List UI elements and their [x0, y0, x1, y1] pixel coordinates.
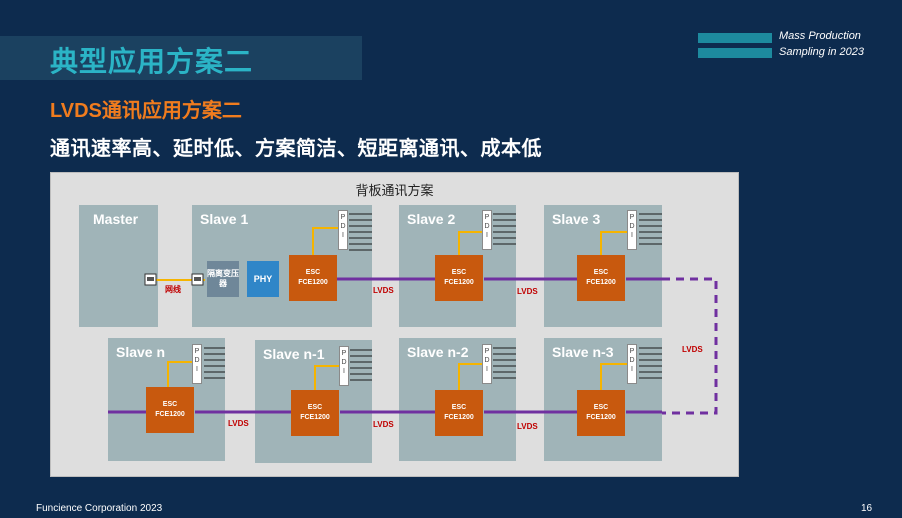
lvds-loop-dashed — [662, 277, 718, 415]
esc-chip-slave-n-2: ESC FCE1200 — [435, 390, 483, 436]
esc-chip-slave-n: ESC FCE1200 — [146, 387, 194, 433]
slave-2-label: Slave 2 — [407, 211, 456, 227]
subtitle: LVDS通讯应用方案二 — [50, 100, 242, 122]
pdi-wire-slave-2 — [458, 231, 482, 255]
pdi-wire-slave-n-3 — [600, 363, 627, 390]
tag-mass-production: Mass Production — [779, 30, 861, 42]
isolation-transformer: 隔离变压器 — [207, 261, 239, 297]
slave-n-2-label: Slave n-2 — [407, 344, 469, 360]
pdi-pins-slave-n-1 — [350, 349, 372, 381]
slave-n-label: Slave n — [116, 344, 166, 360]
pdi-wire-slave-3 — [600, 231, 627, 255]
esc-label: ESC — [451, 269, 467, 276]
tag-bar — [698, 48, 772, 58]
master-box: Master — [79, 205, 158, 327]
esc-model: FCE1200 — [298, 279, 328, 286]
esc-model: FCE1200 — [300, 414, 330, 421]
esc-label: ESC — [162, 401, 178, 408]
page-title: 典型应用方案二 — [50, 46, 254, 77]
lvds-label: LVDS — [228, 419, 249, 428]
pdi-pins-slave-1 — [349, 213, 372, 251]
rj45-port-icon — [194, 277, 201, 281]
phy-chip: PHY — [247, 261, 279, 297]
pdi-wire-slave-1 — [312, 227, 338, 255]
esc-chip-slave-n-3: ESC FCE1200 — [577, 390, 625, 436]
slave-1-label: Slave 1 — [200, 211, 249, 227]
lvds-label: LVDS — [517, 422, 538, 431]
esc-label: ESC — [593, 404, 609, 411]
esc-chip-slave-1: ESC FCE1200 — [289, 255, 337, 301]
panel-title: 背板通讯方案 — [355, 183, 434, 198]
slave-3-label: Slave 3 — [552, 211, 601, 227]
master-label: Master — [93, 211, 139, 227]
pdi-wire-slave-n — [167, 361, 192, 387]
tag-sampling: Sampling in 2023 — [779, 46, 865, 58]
pdi-pins-slave-2 — [493, 213, 516, 245]
footer-company: Funcience Corporation 2023 — [36, 503, 163, 514]
esc-model: FCE1200 — [586, 414, 616, 421]
pdi-pins-slave-n-3 — [639, 347, 662, 379]
esc-model: FCE1200 — [155, 411, 185, 418]
slave-n-2-box: Slave n-2 — [399, 338, 516, 461]
pdi-wire-slave-n-1 — [314, 365, 339, 390]
headline: 通讯速率高、延时低、方案简洁、短距离通讯、成本低 — [50, 138, 542, 160]
esc-label: ESC — [305, 269, 321, 276]
pdi-pins-slave-n-2 — [493, 347, 516, 379]
pdi-pins-slave-n — [204, 347, 225, 379]
pdi-wire-slave-n-2 — [458, 363, 482, 390]
slave-n-1-box: Slave n-1 — [255, 340, 372, 463]
esc-label: ESC — [451, 404, 467, 411]
page-number: 16 — [861, 503, 873, 514]
esc-model: FCE1200 — [444, 279, 474, 286]
slave-n-1-label: Slave n-1 — [263, 346, 325, 362]
lvds-label: LVDS — [373, 420, 394, 429]
tag-bar — [698, 33, 772, 43]
lvds-label: LVDS — [373, 286, 394, 295]
lvds-label: LVDS — [682, 345, 703, 354]
esc-chip-slave-3: ESC FCE1200 — [577, 255, 625, 301]
esc-label: ESC — [307, 404, 323, 411]
slave-n-3-label: Slave n-3 — [552, 344, 614, 360]
title-band — [0, 36, 362, 80]
lvds-label: LVDS — [517, 287, 538, 296]
network-cable-label: 网线 — [165, 285, 181, 294]
esc-model: FCE1200 — [444, 414, 474, 421]
rj45-port-icon — [147, 277, 154, 281]
esc-chip-slave-2: ESC FCE1200 — [435, 255, 483, 301]
esc-model: FCE1200 — [586, 279, 616, 286]
esc-chip-slave-n-1: ESC FCE1200 — [291, 390, 339, 436]
esc-label: ESC — [593, 269, 609, 276]
pdi-pins-slave-3 — [639, 213, 662, 245]
